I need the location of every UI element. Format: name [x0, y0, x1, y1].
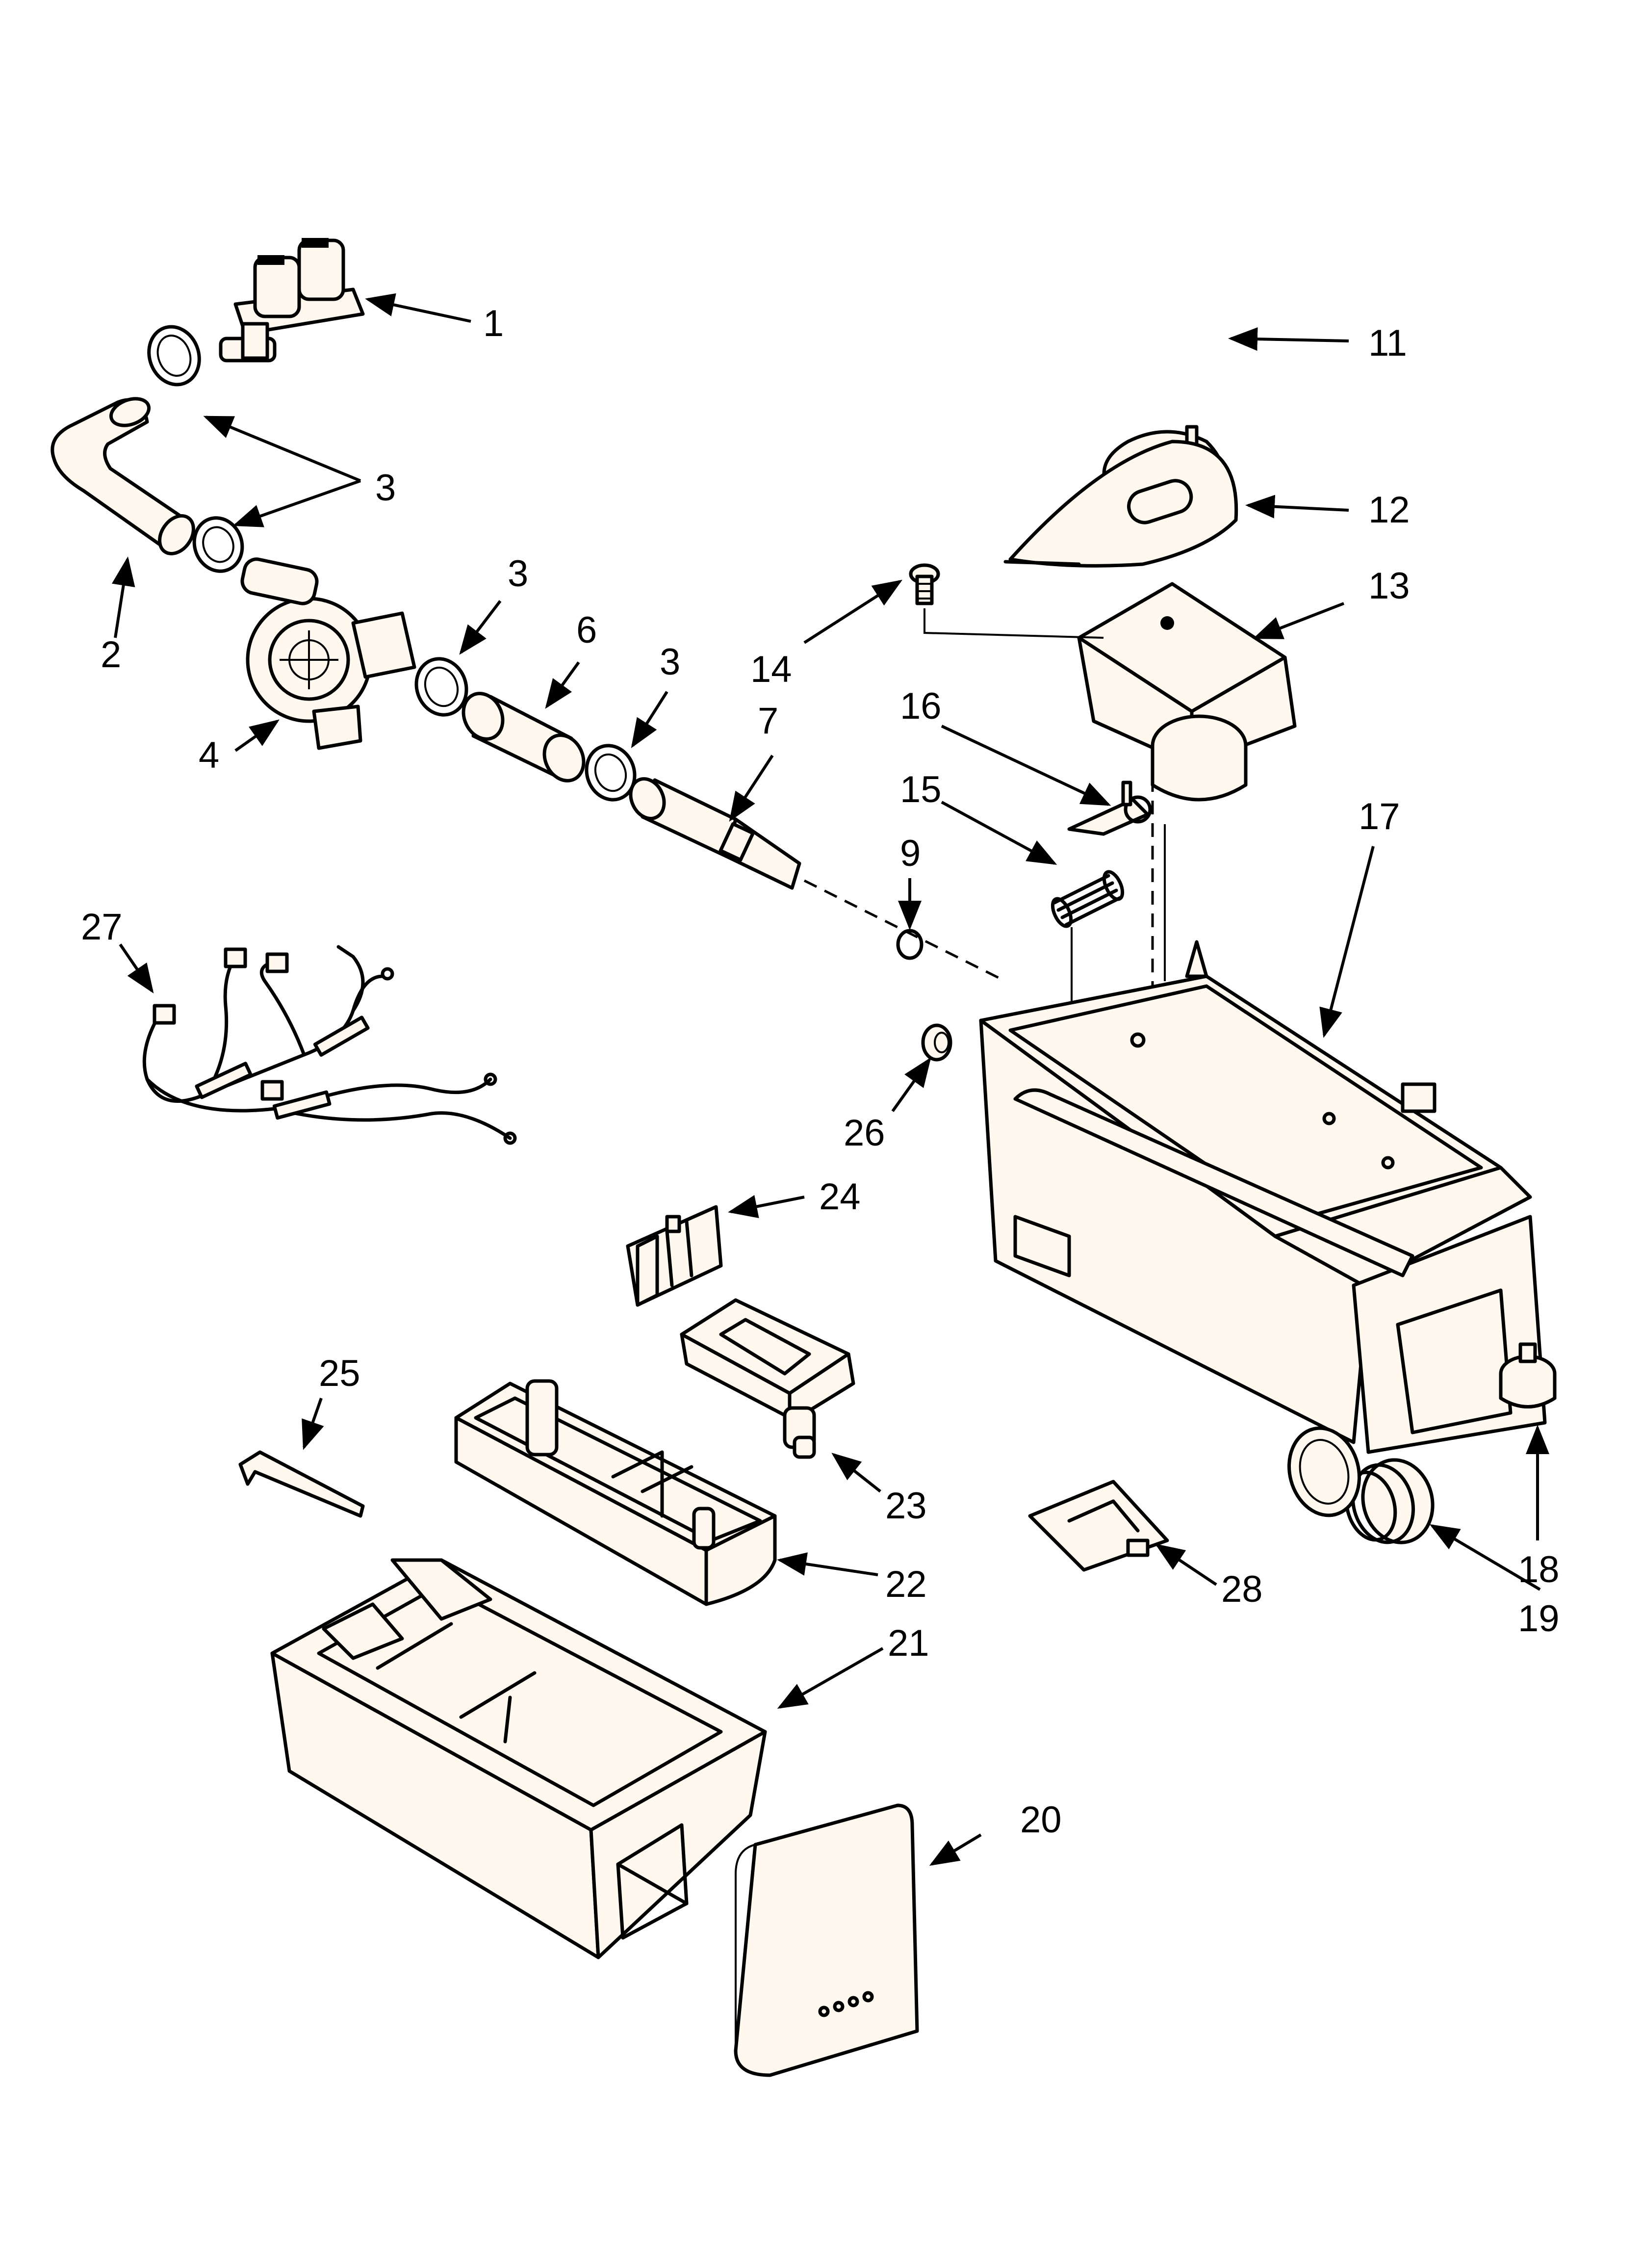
callout-3: 3: [508, 553, 528, 595]
callout-17: 17: [1359, 796, 1400, 837]
callout-7: 7: [758, 700, 778, 742]
callout-25: 25: [319, 1353, 360, 1394]
callout-3: 3: [375, 467, 396, 509]
callout-28: 28: [1221, 1568, 1263, 1610]
callout-20: 20: [1020, 1799, 1062, 1841]
callout-labels: 1 2 3 3 3 4 6 7 9 11 12 13 14 15 16 17 1…: [81, 303, 1560, 1841]
callout-21: 21: [888, 1622, 929, 1664]
part-22-dispenser-tray: [454, 1379, 777, 1606]
part-3-clamp-upper: [147, 325, 201, 387]
part-3-clamp-tube: [585, 744, 637, 802]
callout-6: 6: [576, 609, 597, 651]
part-3-clamp-hose: [192, 516, 244, 573]
callout-11: 11: [1368, 322, 1407, 364]
callout-24: 24: [819, 1176, 861, 1218]
part-18-sensor: [1499, 1342, 1557, 1408]
part-23-siphon-cup: [680, 1298, 855, 1459]
callout-16: 16: [900, 685, 942, 727]
part-24-bracket: [626, 1205, 723, 1307]
leader-lines: [111, 293, 1549, 1866]
part-27-wire-harness: [142, 945, 517, 1145]
callout-13: 13: [1368, 565, 1410, 607]
callout-15: 15: [900, 769, 942, 810]
callout-18: 18: [1518, 1549, 1560, 1590]
part-13-motor-bracket: [1077, 582, 1297, 802]
part-14-screw: [909, 563, 1104, 639]
part-16-lever: [1067, 781, 1152, 836]
part-7-nozzle-tube: [629, 777, 801, 890]
callout-22: 22: [885, 1564, 927, 1605]
callout-12: 12: [1368, 489, 1410, 531]
callout-1: 1: [483, 303, 504, 344]
callout-3: 3: [660, 641, 680, 683]
part-6-tube: [462, 692, 586, 782]
part-28-clip: [1028, 1480, 1169, 1572]
part-17-dispenser-housing: [979, 940, 1547, 1454]
part-19-grommet: [1287, 1426, 1435, 1544]
callout-9: 9: [900, 833, 921, 874]
part-21-drawer: [270, 1558, 767, 1959]
part-26-plug: [921, 1023, 952, 1062]
callout-14: 14: [750, 649, 792, 690]
part-25-handle: [238, 1450, 365, 1518]
part-15-spring: [1051, 870, 1125, 928]
callout-27: 27: [81, 906, 123, 948]
callout-23: 23: [885, 1485, 927, 1527]
part-1-inlet-valve: [219, 238, 365, 363]
part-9-o-ring: [896, 929, 924, 960]
part-2-hose: [51, 397, 195, 555]
part-3-clamp-pump: [414, 657, 468, 717]
callout-4: 4: [199, 734, 219, 776]
callout-2: 2: [101, 634, 121, 676]
part-12-lid: [1003, 440, 1238, 568]
assembly-line-nozzle: [803, 879, 1001, 980]
part-4-pump: [240, 557, 416, 750]
part-20-drawer-front: [734, 1803, 919, 2077]
callout-26: 26: [844, 1112, 885, 1154]
callout-19: 19: [1518, 1598, 1560, 1640]
